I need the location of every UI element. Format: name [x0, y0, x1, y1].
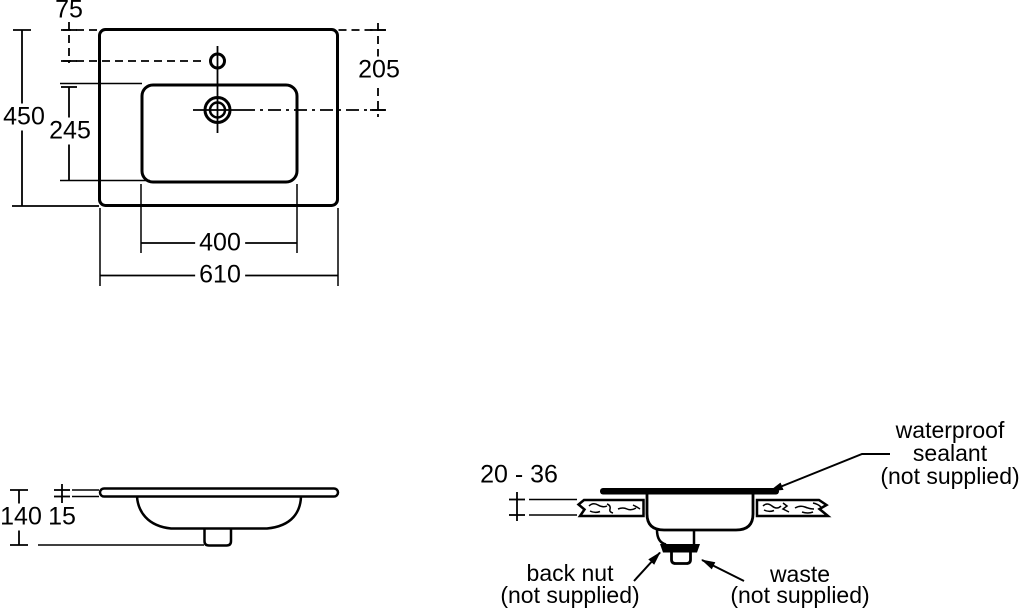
countertop-left-grain — [588, 502, 641, 514]
countertop-left — [576, 498, 645, 518]
back-nut-label-line1: back nut — [526, 560, 614, 586]
side-view — [10, 484, 340, 547]
dim-450-label: 450 — [0, 103, 49, 131]
installation-view — [509, 453, 890, 582]
plan-view — [12, 22, 388, 286]
install-bowl — [645, 494, 755, 532]
back-nut-shape — [660, 544, 700, 553]
dim-245-label: 245 — [45, 117, 95, 145]
sealant-label-line1: waterproof — [895, 417, 1005, 443]
waste-label-line2: (not supplied) — [730, 582, 870, 608]
waste-label: waste (not supplied) — [730, 561, 870, 608]
sealant-label-line2: sealant — [912, 440, 988, 466]
back-nut-label: back nut (not supplied) — [500, 560, 640, 608]
hole-centerlines — [193, 46, 242, 133]
dim-15-label: 15 — [48, 502, 76, 531]
dim-205-label: 205 — [354, 56, 404, 84]
dim-75-lines — [61, 22, 204, 63]
back-nut-arrow — [633, 551, 661, 582]
dim-75-label: 75 — [55, 0, 83, 24]
waste-funnel-left — [655, 529, 667, 546]
dim-400-label: 400 — [195, 229, 245, 257]
side-drain — [203, 528, 233, 547]
side-rim — [98, 487, 340, 498]
back-nut-label-line2: (not supplied) — [500, 582, 640, 608]
countertop-right — [755, 498, 832, 518]
dim-140-label: 140 — [0, 503, 46, 531]
plan-bowl-outline — [140, 83, 299, 184]
dim-15-lines — [54, 484, 99, 503]
dim-610-label: 610 — [195, 261, 245, 289]
waste-arrow — [701, 559, 745, 582]
dim-20-36-label: 20 - 36 — [480, 460, 558, 489]
side-bowl-profile — [135, 496, 303, 530]
sealant-arrow — [769, 453, 890, 492]
waste-tailpiece — [670, 552, 692, 565]
install-rim — [600, 488, 779, 495]
dim-20-36-lines — [509, 492, 577, 521]
sealant-label-line3: (not supplied) — [880, 463, 1020, 489]
waste-label-line1: waste — [769, 561, 831, 587]
countertop-right-grain — [762, 502, 822, 514]
sealant-label: waterproof sealant (not supplied) — [880, 419, 1019, 488]
